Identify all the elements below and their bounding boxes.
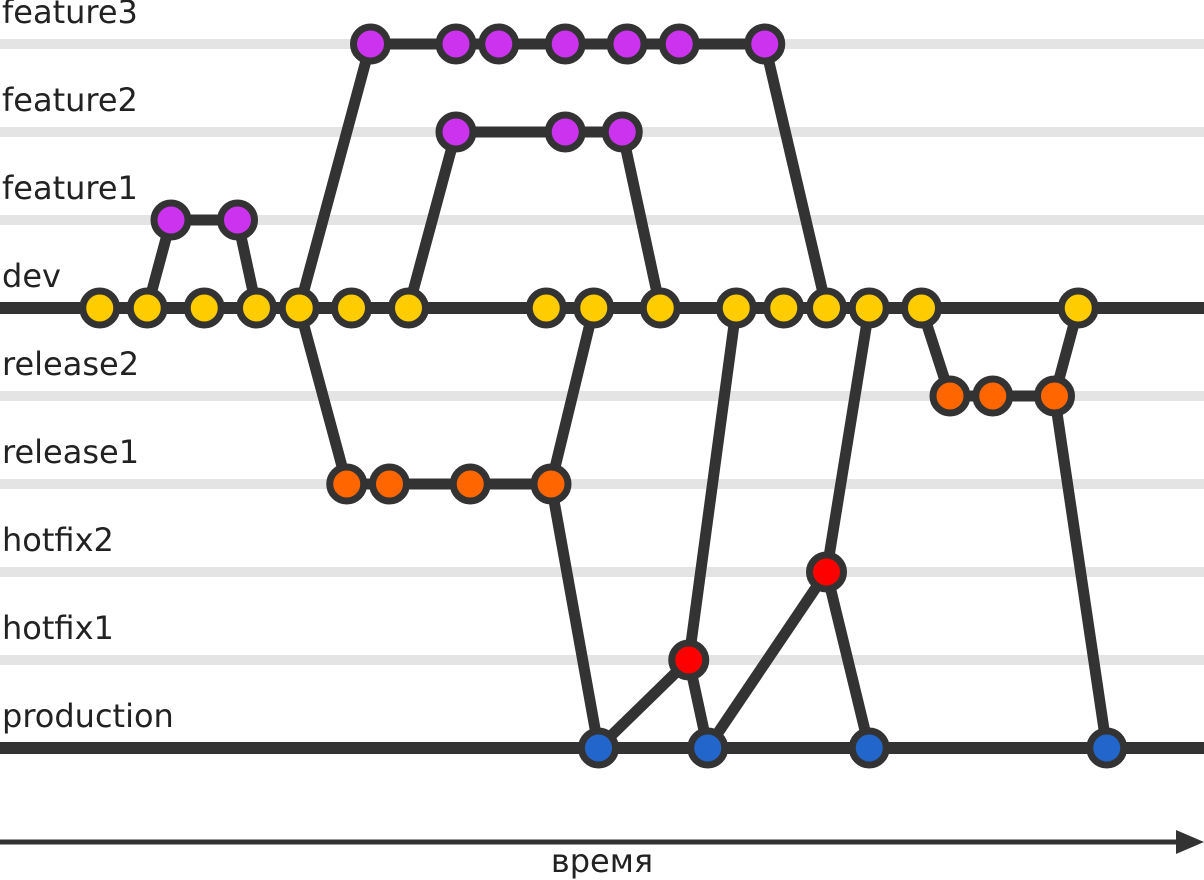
lane-label-dev: dev — [2, 257, 61, 295]
link-p1-h1 — [593, 654, 695, 754]
lane-label-feature1: feature1 — [2, 169, 138, 207]
commit-feature3-f3c — [478, 23, 520, 65]
time-axis-arrow-icon — [1176, 830, 1204, 854]
time-axis: время — [0, 830, 1204, 880]
commit-feature3-f3g — [744, 23, 786, 65]
commit-feature2-f2a — [435, 111, 477, 153]
commit-production-p4 — [1086, 727, 1128, 769]
link-h2-d14 — [821, 302, 875, 578]
commit-dev-d11 — [715, 287, 757, 329]
commit-dev-d9 — [573, 287, 615, 329]
link-d5-f3a — [293, 38, 376, 314]
commit-dev-d2 — [126, 287, 168, 329]
lane-labels: feature3 feature2 feature1 dev release2 relea… — [2, 0, 174, 735]
commit-dev-d15 — [901, 287, 942, 329]
link-h1-d11 — [683, 302, 742, 666]
commit-feature3-f3e — [606, 23, 648, 65]
commit-feature3-f3b — [435, 23, 477, 65]
commit-feature2-f2c — [601, 111, 643, 153]
commit-dev-d13 — [806, 287, 847, 329]
commit-release1-r1d — [530, 463, 572, 505]
link-r1d-d9 — [545, 302, 600, 490]
commit-hotfix2-h2 — [806, 551, 847, 593]
trunk-lines — [0, 302, 1204, 754]
commit-dev-d3 — [183, 287, 225, 329]
commit-feature2-f2b — [544, 111, 586, 153]
link-d7-f2a — [403, 126, 462, 314]
commit-production-p1 — [578, 727, 619, 769]
commit-feature3-f3d — [544, 23, 586, 65]
commit-dev-d7 — [388, 287, 429, 329]
commit-release1-r1b — [369, 463, 410, 505]
commit-feature1-f1a — [150, 199, 192, 241]
commit-release2-r2a — [929, 375, 971, 417]
commit-release1-r1a — [326, 463, 368, 505]
commit-release2-r2b — [972, 375, 1014, 417]
commit-production-p2 — [687, 727, 729, 769]
lane-label-release1: release1 — [2, 433, 139, 471]
commit-dev-d6 — [331, 287, 372, 329]
lane-label-feature3: feature3 — [2, 0, 138, 31]
commit-dev-d12 — [763, 287, 805, 329]
commit-hotfix1-h1 — [668, 639, 710, 681]
lane-label-hotfix2: hotfix2 — [2, 521, 114, 559]
link-h2-p3 — [821, 566, 875, 754]
commit-feature3-f3f — [658, 23, 700, 65]
commit-feature1-f1b — [217, 199, 258, 241]
commit-release1-r1c — [449, 463, 491, 505]
commit-dev-d10 — [639, 287, 681, 329]
commit-production-p3 — [848, 727, 890, 769]
link-d5-r1a — [293, 302, 353, 490]
time-axis-label: время — [551, 842, 653, 880]
lane-label-feature2: feature2 — [2, 81, 138, 119]
lane-label-release2: release2 — [2, 345, 139, 383]
link-p2-h2 — [702, 566, 832, 754]
commit-dev-d4 — [236, 287, 277, 329]
lane-label-hotfix1: hotfix1 — [2, 609, 114, 647]
commit-feature3-f3a — [350, 23, 391, 65]
commit-dev-d1 — [79, 287, 121, 329]
link-r2c-p4 — [1049, 390, 1113, 754]
commit-dev-d8 — [525, 287, 567, 329]
commits — [79, 23, 1128, 769]
commit-dev-d14 — [848, 287, 890, 329]
commit-release2-r2c — [1034, 375, 1075, 417]
commit-dev-d5 — [278, 287, 320, 329]
commit-dev-d16 — [1057, 287, 1099, 329]
link-f3g-d13 — [759, 38, 832, 314]
link-f2c-d10 — [616, 126, 666, 314]
link-r1d-p1 — [545, 478, 604, 754]
lane-label-production: production — [2, 697, 174, 735]
